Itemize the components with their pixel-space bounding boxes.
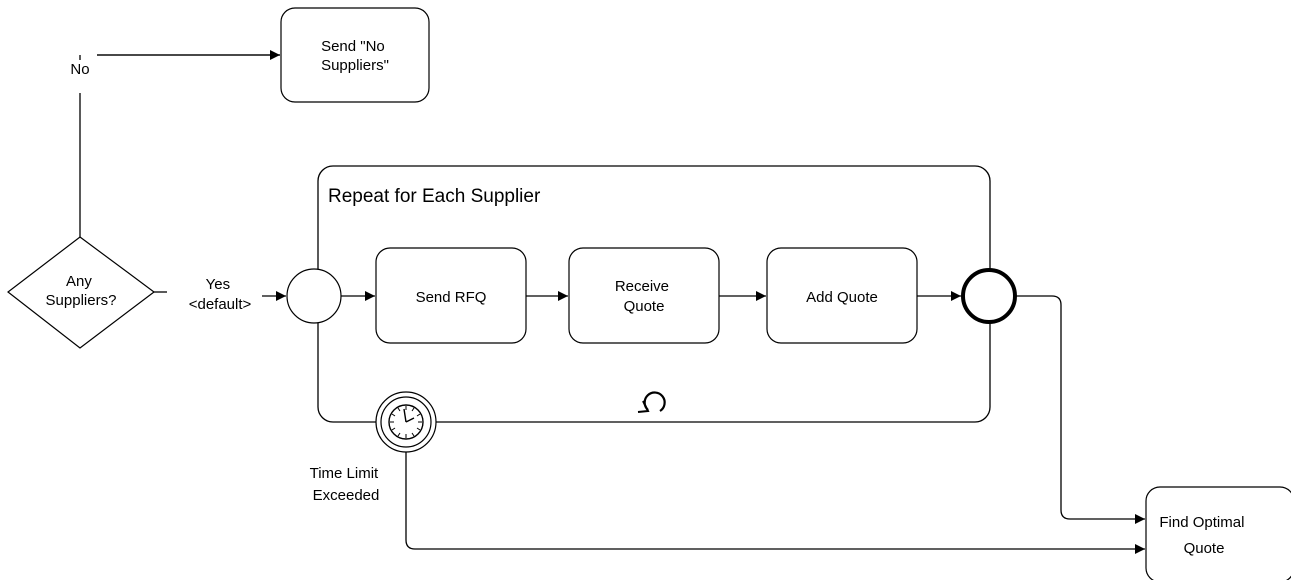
- task-find-optimal-quote[interactable]: Find Optimal Quote: [1145, 486, 1291, 580]
- svg-text:Send RFQ: Send RFQ: [416, 289, 487, 306]
- task-receive-quote[interactable]: Receive Quote: [568, 247, 720, 344]
- gateway-any-suppliers[interactable]: Any Suppliers?: [7, 236, 156, 349]
- flow-timer-to-find-optimal: [405, 452, 1145, 554]
- flow-subprocess-to-find-optimal: [1016, 295, 1145, 524]
- task-add-quote[interactable]: Add Quote: [766, 247, 918, 344]
- subprocess-end-event[interactable]: [961, 268, 1017, 324]
- svg-text:Receive Quote: Receive Quote: [615, 278, 673, 315]
- svg-text:Add Quote: Add Quote: [806, 289, 878, 306]
- timer-boundary-event[interactable]: [375, 391, 437, 453]
- timer-event-label: Time Limit Exceeded: [310, 465, 383, 504]
- task-send-no-suppliers[interactable]: Send "No Suppliers": [280, 7, 430, 103]
- svg-text:Send "No Suppliers": Send "No Suppliers": [321, 38, 389, 74]
- flow-yes-label: Yes <default>: [189, 276, 252, 313]
- flow-no-connector: [79, 54, 280, 237]
- subprocess-start-event[interactable]: [286, 268, 342, 324]
- loop-icon: [637, 391, 666, 413]
- flow-no-label: No: [70, 61, 89, 78]
- svg-text:Find Optimal Quote: Find Optimal Quote: [1159, 514, 1248, 557]
- svg-text:Any Suppliers?: Any Suppliers?: [46, 273, 117, 309]
- clock-icon: [388, 404, 424, 440]
- subprocess-title: Repeat for Each Supplier: [328, 186, 541, 207]
- task-send-rfq[interactable]: Send RFQ: [375, 247, 527, 344]
